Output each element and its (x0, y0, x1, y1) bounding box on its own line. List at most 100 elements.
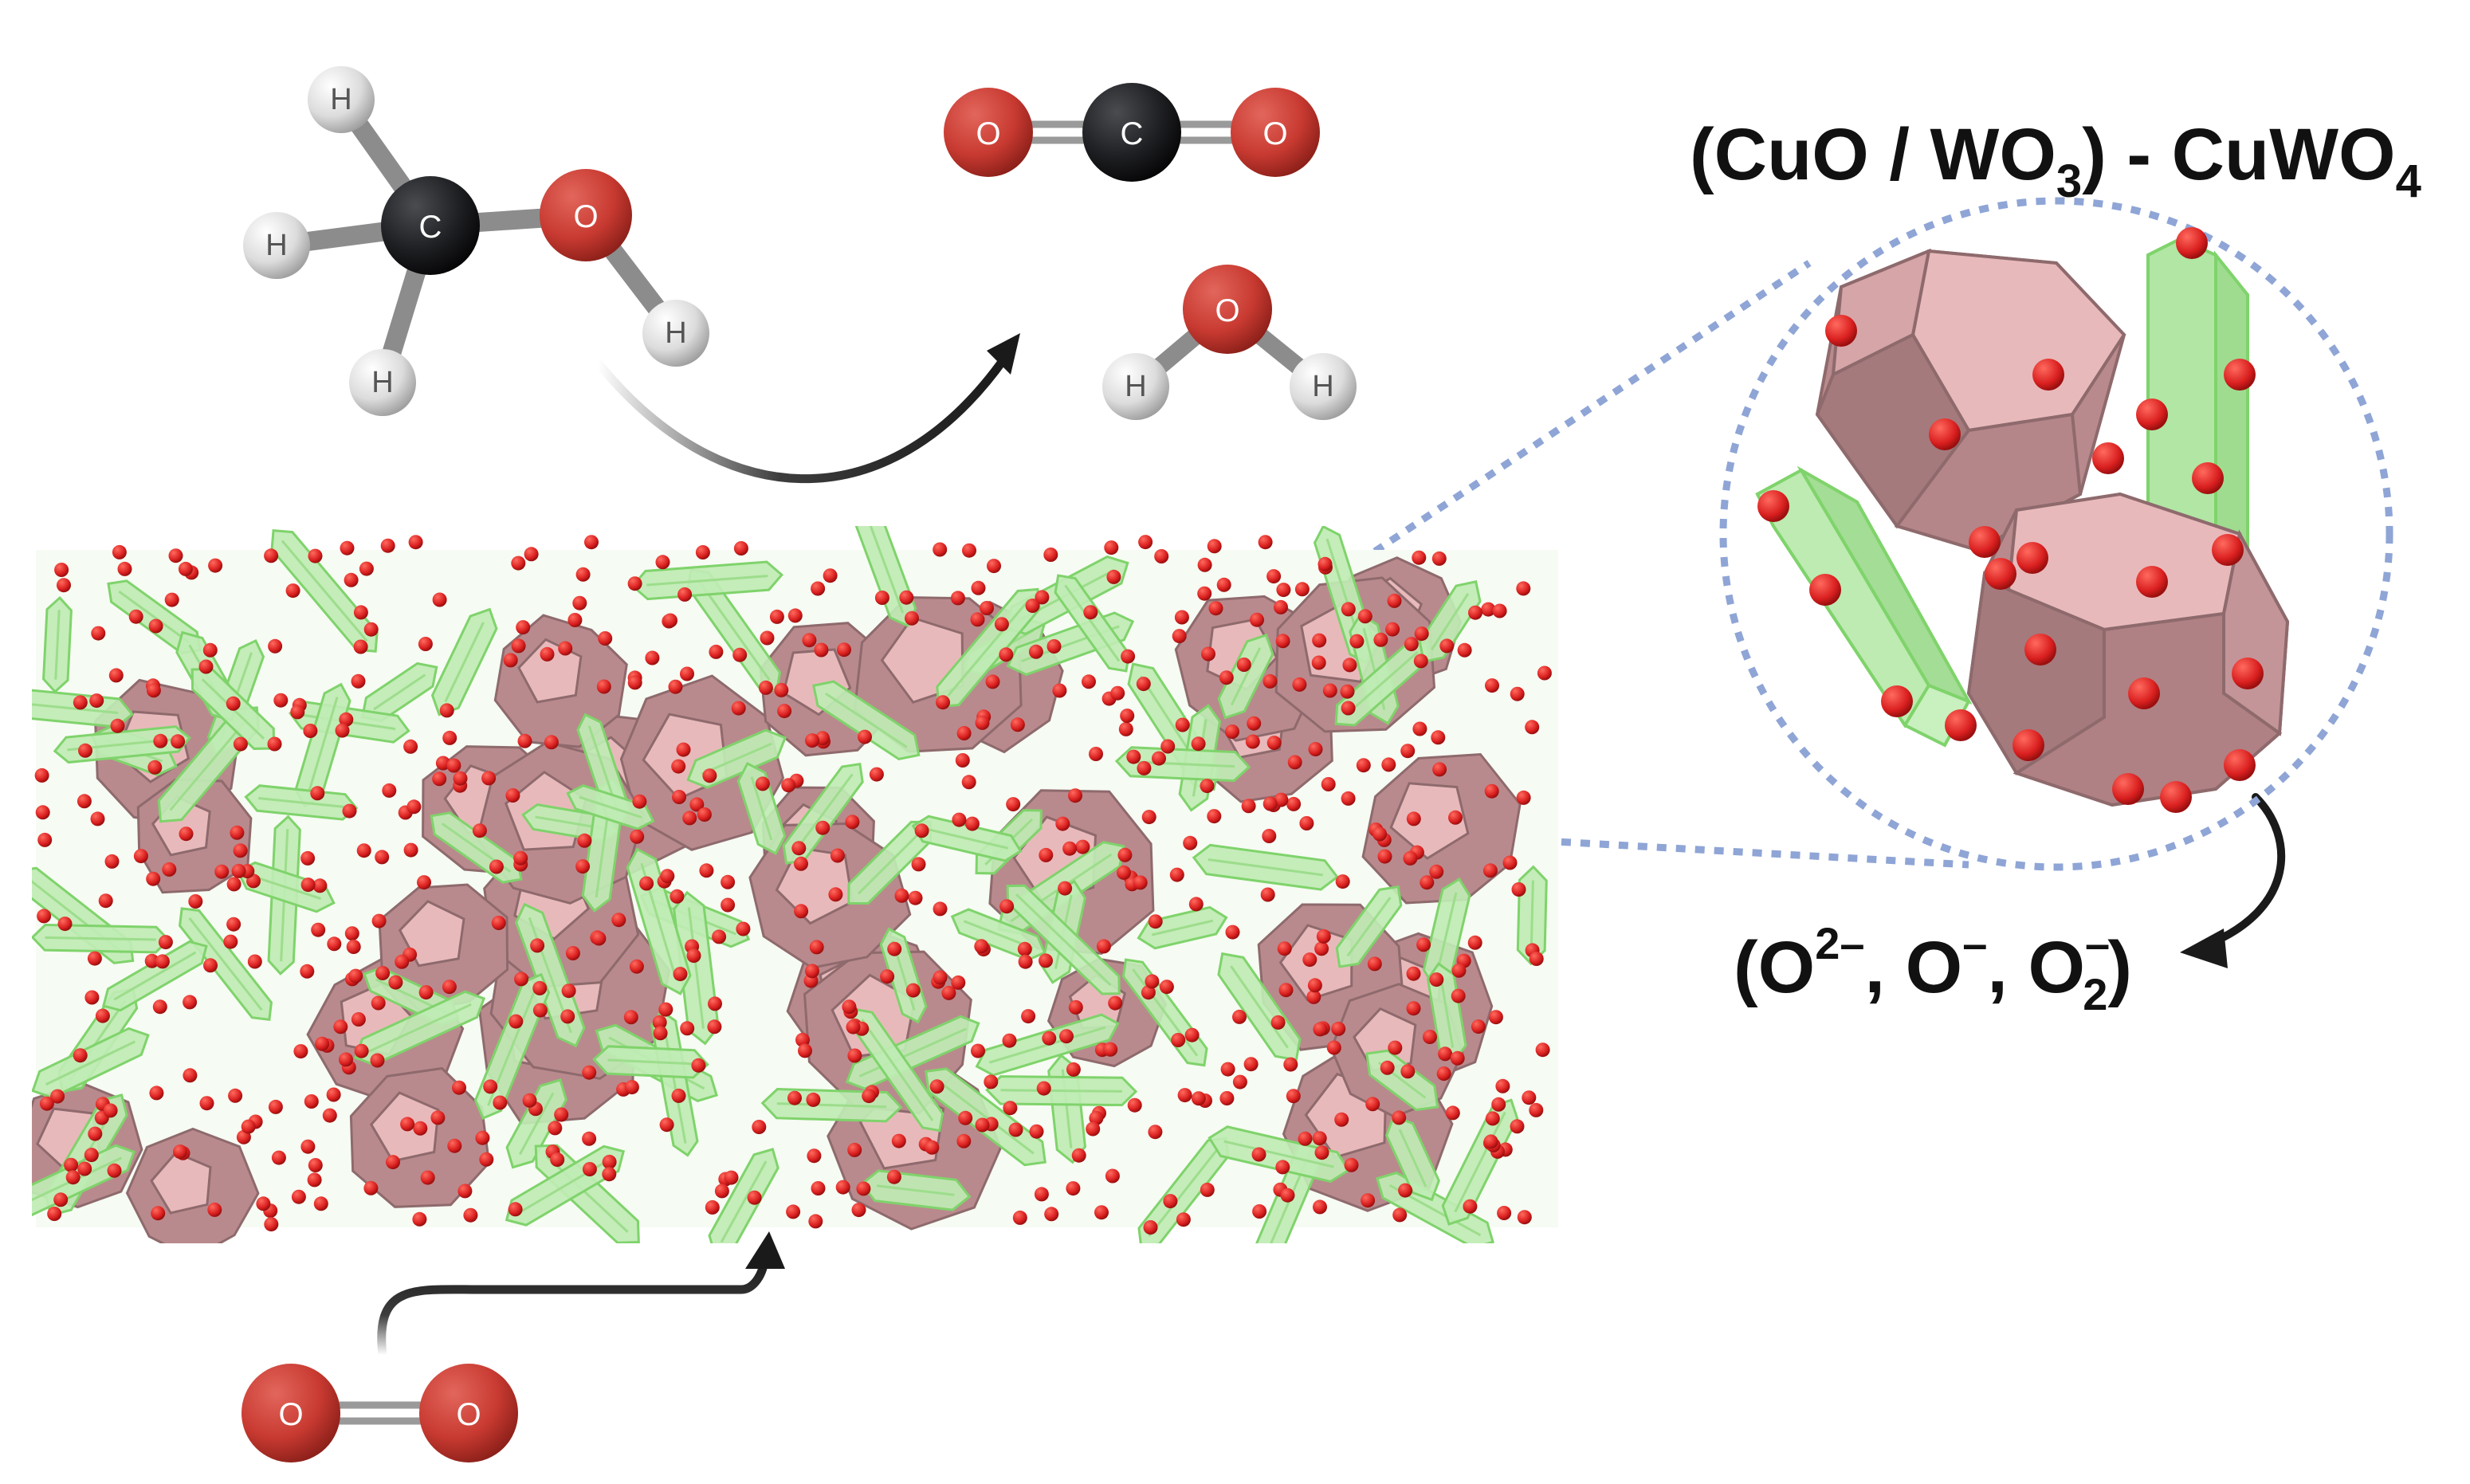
surface-oxygen-site (663, 613, 677, 628)
surface-oxygen-site (88, 1126, 103, 1141)
surface-oxygen-site (1110, 685, 1125, 701)
surface-oxygen-site (489, 859, 504, 874)
surface-oxygen-site (777, 704, 792, 719)
adsorption-arrow-bottom-head (745, 1231, 785, 1269)
methanol-hydrogen-atom: H (349, 349, 416, 416)
surface-oxygen-site (808, 1214, 823, 1229)
surface-oxygen-site (1307, 978, 1322, 993)
surface-oxygen-site (925, 1140, 940, 1155)
surface-oxygen-site (1334, 1112, 1349, 1127)
surface-oxygen-site (146, 683, 161, 698)
svg-text:H: H (1125, 370, 1146, 403)
surface-oxygen-site (256, 1196, 271, 1211)
surface-oxygen-site (584, 535, 599, 550)
surface-oxygen-site (1174, 610, 1189, 625)
svg-text:H: H (330, 83, 351, 116)
surface-oxygen-site (327, 936, 342, 952)
surface-oxygen-site (668, 679, 683, 694)
surface-oxygen-site (1881, 685, 1913, 717)
surface-oxygen-site (335, 723, 350, 738)
surface-oxygen-site (1052, 683, 1067, 698)
surface-oxygen-site (226, 917, 242, 932)
surface-oxygen-site (164, 592, 179, 607)
surface-oxygen-site (862, 1089, 877, 1104)
surface-oxygen-site (382, 783, 397, 798)
surface-oxygen-site (1406, 811, 1421, 826)
surface-oxygen-site (794, 904, 809, 919)
surface-oxygen-site (847, 1142, 862, 1157)
wo3-rod (1385, 1114, 1440, 1202)
surface-oxygen-site (814, 642, 829, 658)
surface-oxygen-site (1103, 1042, 1118, 1057)
surface-oxygen-site (1028, 644, 1043, 659)
surface-oxygen-site (303, 724, 318, 738)
surface-oxygen-site (153, 733, 168, 748)
surface-oxygen-site (1171, 1033, 1186, 1047)
surface-oxygen-site (899, 590, 914, 605)
surface-oxygen-site (110, 718, 125, 733)
surface-oxygen-site (1219, 1091, 1235, 1105)
surface-oxygen-site (168, 548, 183, 563)
surface-oxygen-site (230, 825, 245, 840)
surface-oxygen-site (1039, 847, 1054, 862)
surface-oxygen-site (702, 768, 717, 783)
surface-oxygen-site (670, 889, 685, 904)
surface-oxygen-site (532, 980, 548, 995)
surface-oxygen-site (2013, 729, 2044, 761)
surface-oxygen-site (1094, 1205, 1109, 1220)
surface-oxygen-site (1118, 721, 1133, 736)
surface-oxygen-site (417, 875, 431, 890)
surface-oxygen-site (1082, 674, 1096, 689)
surface-oxygen-site (1127, 1097, 1142, 1113)
surface-oxygen-site (682, 811, 697, 826)
surface-oxygen-site (432, 592, 447, 607)
surface-oxygen-site (1457, 642, 1472, 658)
surface-oxygen-site (1448, 810, 1463, 825)
surface-oxygen-site (493, 1095, 508, 1110)
surface-oxygen-site (1184, 1027, 1200, 1042)
surface-oxygen-site (582, 1162, 597, 1176)
surface-oxygen-site (117, 561, 132, 576)
surface-oxygen-site (994, 617, 1009, 632)
surface-oxygen-site (290, 705, 305, 720)
surface-oxygen-site (1356, 758, 1371, 773)
surface-oxygen-site (300, 850, 316, 866)
surface-oxygen-site (1245, 734, 1260, 749)
surface-oxygen-site (1406, 966, 1421, 981)
surface-oxygen-site (1055, 816, 1070, 831)
surface-oxygen-site (842, 999, 857, 1015)
surface-oxygen-site (802, 633, 817, 648)
surface-oxygen-site (659, 1117, 674, 1133)
surface-oxygen-site (344, 926, 359, 941)
surface-oxygen-site (1326, 1040, 1341, 1055)
surface-oxygen-site (77, 794, 92, 809)
surface-oxygen-site (530, 938, 545, 953)
surface-oxygen-site (676, 742, 691, 757)
surface-oxygen-site (911, 857, 926, 872)
methanol-oxygen-atom: O (540, 169, 632, 261)
surface-oxygen-site (1175, 717, 1190, 732)
surface-oxygen-site (207, 1202, 222, 1217)
surface-oxygen-site (1025, 599, 1040, 613)
surface-oxygen-site (677, 587, 693, 602)
surface-oxygen-site (1429, 864, 1444, 879)
surface-oxygen-site (846, 1019, 861, 1034)
surface-oxygen-site (517, 733, 532, 748)
surface-oxygen-site (856, 1181, 871, 1196)
cuo-particle (378, 883, 509, 1012)
surface-oxygen-site (1251, 1147, 1266, 1162)
svg-text:O: O (573, 199, 598, 234)
surface-oxygen-site (1197, 586, 1212, 601)
surface-oxygen-site (1312, 633, 1327, 648)
surface-oxygen-site (1439, 638, 1455, 654)
surface-oxygen-site (1247, 716, 1262, 731)
o2-oxygen-atom: O (242, 1364, 340, 1462)
surface-oxygen-site (950, 591, 965, 606)
surface-oxygen-site (1481, 602, 1496, 617)
surface-oxygen-site (736, 921, 751, 936)
surface-oxygen-site (446, 758, 461, 773)
surface-oxygen-site (509, 1014, 524, 1029)
surface-oxygen-site (707, 1019, 722, 1034)
surface-oxygen-site (268, 1099, 283, 1114)
surface-oxygen-site (89, 693, 104, 709)
